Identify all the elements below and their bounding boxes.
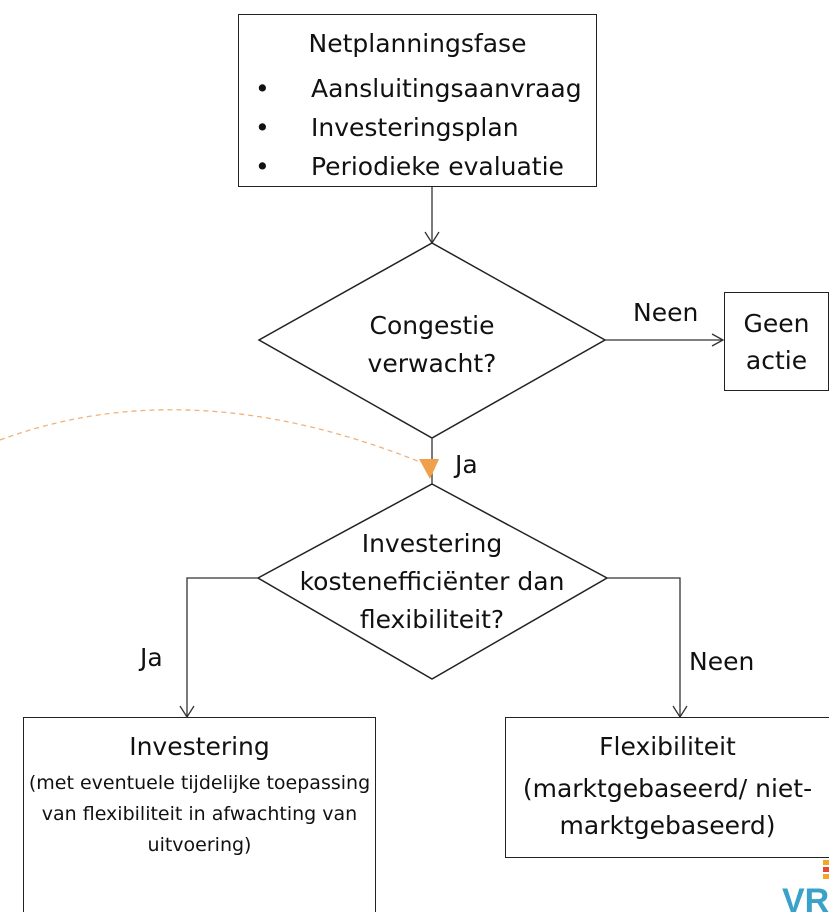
connector-decision2-to-flexibility — [607, 577, 681, 717]
decision2-line2: kostenefficiënter dan — [299, 567, 565, 596]
connector-decision2-to-investment — [186, 577, 258, 717]
no-action-box: Geen actie — [724, 292, 829, 391]
decision1-line1: Congestie — [369, 311, 495, 340]
decision2-line3: flexibiliteit? — [359, 605, 505, 634]
decision2-line1: Investering — [361, 529, 503, 558]
arrowhead-no-action — [711, 333, 725, 347]
planning-phase-bullets: Aansluitingsaanvraag Investeringsplan Pe… — [255, 69, 582, 186]
vreg-logo: VRE — [782, 860, 829, 912]
investment-title: Investering — [129, 732, 270, 761]
decision1-no-label: Neen — [633, 298, 699, 327]
orange-arrowhead — [419, 459, 439, 479]
flexibility-title: Flexibiliteit — [599, 732, 736, 761]
planning-phase-box: Netplanningsfase Aansluitingsaanvraag In… — [238, 14, 597, 187]
bullet-item: Periodieke evaluatie — [255, 147, 582, 186]
dashed-feedback-arc — [0, 409, 421, 463]
flexibility-box: Flexibiliteit (marktgebaseerd/ niet-mark… — [505, 717, 829, 858]
decision1-diamond — [257, 242, 607, 439]
decision2-diamond — [256, 483, 609, 680]
investment-description: (met eventuele tijdelijke toepassing van… — [28, 772, 371, 856]
decision1-line2: verwacht? — [367, 349, 497, 378]
decision2-no-label: Neen — [689, 647, 755, 676]
decision2-yes-label: Ja — [140, 643, 163, 672]
investment-box: Investering (met eventuele tijdelijke to… — [23, 717, 376, 912]
planning-phase-title: Netplanningsfase — [308, 29, 527, 58]
flexibility-description: (marktgebaseerd/ niet-marktgebaseerd) — [522, 774, 813, 840]
bullet-item: Investeringsplan — [255, 108, 582, 147]
logo-text: VRE — [782, 882, 829, 912]
no-action-label: Geen actie — [743, 309, 810, 375]
bullet-item: Aansluitingsaanvraag — [255, 69, 582, 108]
decision1-yes-label: Ja — [455, 450, 478, 479]
